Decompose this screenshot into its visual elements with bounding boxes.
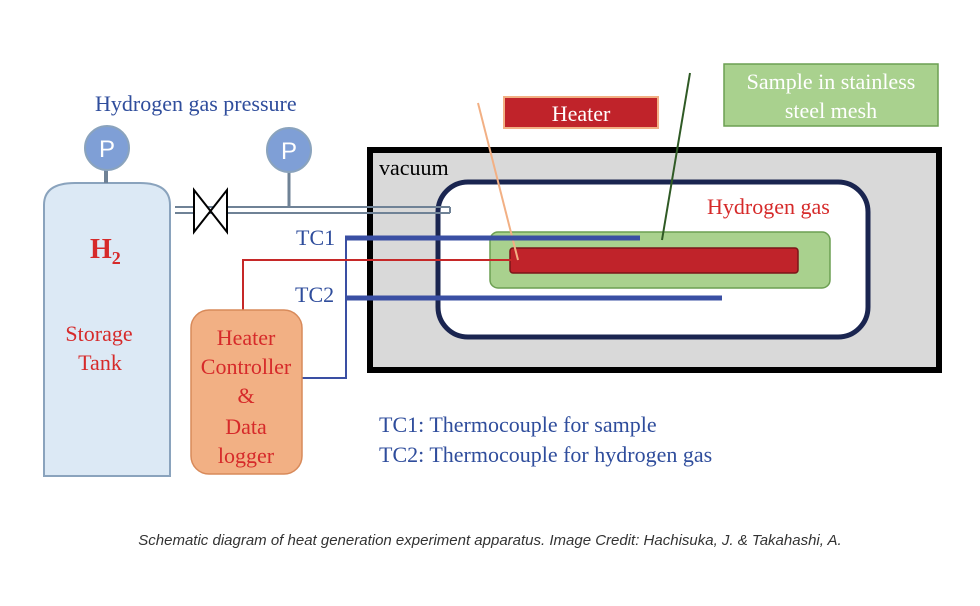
sample-label-box [723,63,939,127]
heater-label: Heater [552,101,611,126]
legend-tc2: TC2: Thermocouple for hydrogen gas [379,442,712,467]
controller-label-line4: Data [225,414,267,439]
h2-formula: H2 [90,234,121,268]
sample-pointer [661,72,691,241]
storage-label-line1: Storage [65,321,132,346]
storage-tank [43,182,171,477]
sample-label-line2: steel mesh [785,98,877,123]
controller-label-line3: & [237,383,254,408]
controller-label-line2: Controller [201,354,292,379]
pressure-label: Hydrogen gas pressure [95,91,297,116]
vacuum-label: vacuum [379,155,449,180]
controller-label-line5: logger [218,443,275,468]
figure-caption: Schematic diagram of heat generation exp… [138,532,842,549]
tc2-label: TC2 [295,282,334,307]
tank-pressure-gauge [84,125,130,171]
heater-pointer [477,102,519,261]
tank-gauge-symbol: P [99,136,115,163]
storage-label-line2: Tank [78,350,122,375]
controller-label-line1: Heater [217,325,276,350]
heater-element [509,247,799,274]
valve-icon [193,187,228,235]
heater-controller [190,309,303,475]
heater-power-wire [242,259,512,310]
legend-tc1: TC1: Thermocouple for sample [379,412,657,437]
sample-label-line1: Sample in stainless [747,69,916,94]
tc1-label: TC1 [296,225,335,250]
hydrogen-gas-label: Hydrogen gas [707,194,830,219]
tc-signal-wire [302,238,347,379]
heater-label-box [503,96,659,129]
line-gauge-symbol: P [281,138,297,165]
line-pressure-gauge [266,127,312,173]
